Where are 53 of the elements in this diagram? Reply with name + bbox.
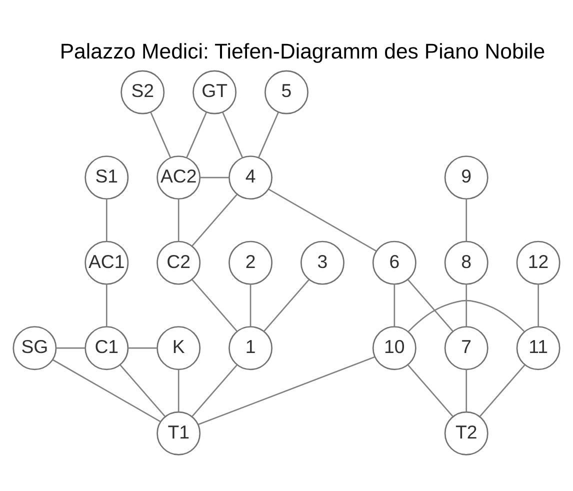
connector xyxy=(178,198,180,242)
connector xyxy=(394,284,396,326)
connector xyxy=(150,112,172,158)
node-circle: AC2 xyxy=(156,156,201,200)
node-circle: 9 xyxy=(444,156,488,200)
connector xyxy=(186,112,207,158)
node-circle: C1 xyxy=(84,326,129,370)
connector xyxy=(198,356,376,426)
connector xyxy=(106,284,108,326)
diagram-title: Palazzo Medici: Tiefen-Diagramm des Piano Nobile xyxy=(60,40,546,64)
connector xyxy=(258,112,279,158)
node-circle: 8 xyxy=(444,240,488,285)
connector xyxy=(479,364,526,417)
connector xyxy=(178,369,180,412)
connector xyxy=(192,279,238,332)
connector xyxy=(56,347,86,349)
connector xyxy=(407,364,454,417)
connector xyxy=(408,300,525,332)
node-circle: 2 xyxy=(228,240,273,285)
node-circle: 10 xyxy=(372,326,416,370)
connector xyxy=(268,188,377,252)
node-circle: C2 xyxy=(156,240,201,285)
connector xyxy=(128,347,158,349)
connector xyxy=(52,359,161,422)
connector xyxy=(264,279,310,332)
connector xyxy=(407,279,454,332)
node-circle: AC1 xyxy=(84,240,129,285)
node-circle: T1 xyxy=(156,411,201,456)
node-circle: 1 xyxy=(228,326,273,370)
node-circle: 7 xyxy=(444,326,488,370)
connector xyxy=(106,198,108,242)
node-circle: 6 xyxy=(372,240,416,285)
connector xyxy=(222,112,243,158)
connector xyxy=(466,198,468,242)
connector xyxy=(466,369,468,412)
node-circle: 11 xyxy=(516,326,560,370)
node-circle: K xyxy=(156,326,201,370)
node-circle: 5 xyxy=(264,70,308,114)
node-circle: 12 xyxy=(516,240,560,285)
connector xyxy=(466,284,468,326)
node-circle: SG xyxy=(12,326,57,370)
connector xyxy=(120,364,166,417)
connector xyxy=(192,194,238,246)
node-circle: 3 xyxy=(300,240,344,285)
node-circle: S1 xyxy=(84,156,129,200)
connector xyxy=(192,364,238,417)
connector xyxy=(538,284,539,326)
node-circle: 4 xyxy=(228,156,273,200)
connector xyxy=(250,284,252,326)
connector xyxy=(200,176,230,178)
node-circle: T2 xyxy=(444,411,488,456)
node-circle: GT xyxy=(192,70,237,114)
node-circle: S2 xyxy=(120,70,165,114)
